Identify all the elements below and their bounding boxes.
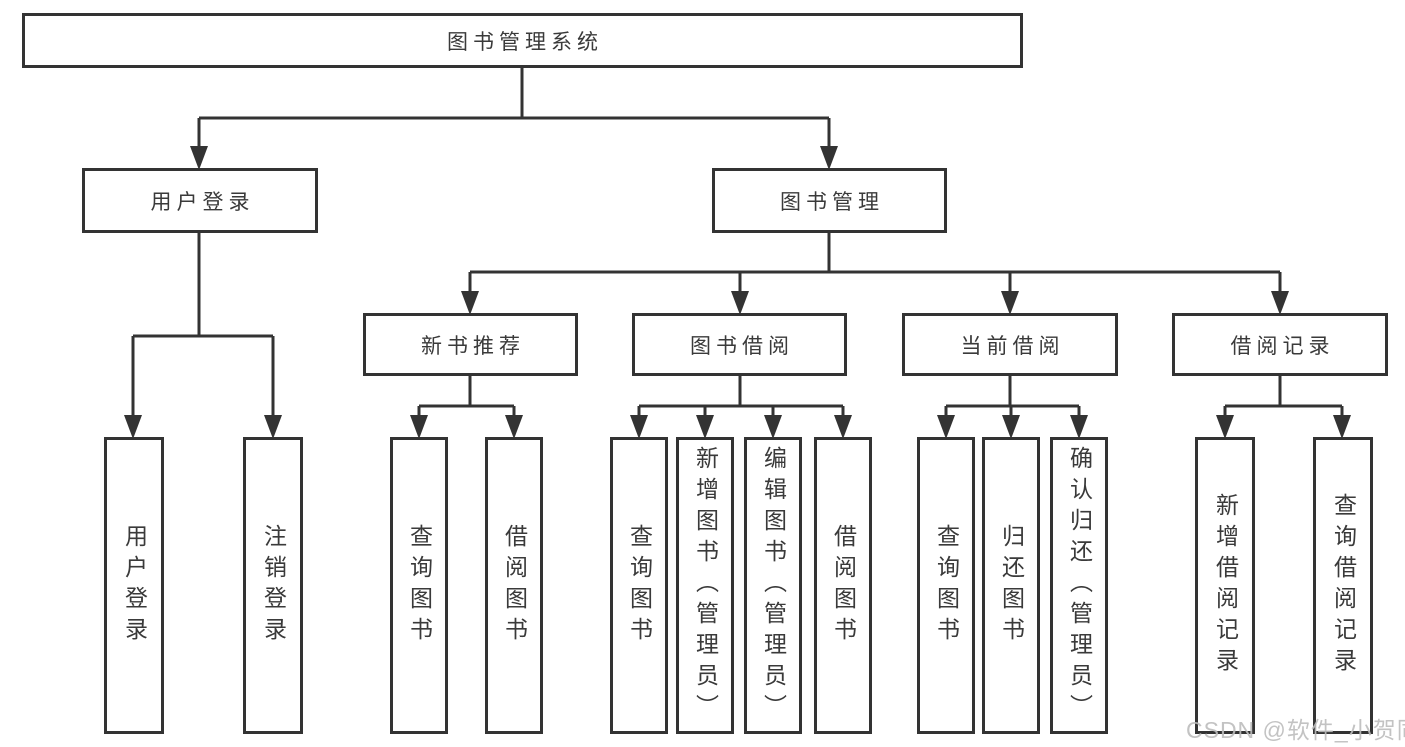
leaf-label: 注销登录 [260,523,287,648]
leaf-records-query-record: 查询借阅记录 [1313,437,1373,734]
node-label: 用户登录 [150,190,255,214]
node-label: 图书管理系统 [447,30,603,54]
node-current-borrow: 当前借阅 [902,313,1118,376]
leaf-label: 查询图书 [933,523,960,648]
leaf-current-query-books: 查询图书 [917,437,975,734]
leaf-borrow-edit-books-admin: 编辑图书（管理员） [744,437,802,734]
leaf-borrow-query-books: 查询图书 [610,437,668,734]
leaf-label: 查询图书 [406,523,433,648]
node-book-borrow: 图书借阅 [632,313,847,376]
leaf-records-add-record: 新增借阅记录 [1195,437,1255,734]
leaf-current-return-books: 归还图书 [982,437,1040,734]
leaf-label: 归还图书 [998,523,1025,648]
leaf-current-confirm-return-admin: 确认归还（管理员） [1050,437,1108,734]
node-label: 图书管理 [780,190,884,214]
node-label: 当前借阅 [960,334,1065,358]
leaf-borrow-add-books-admin: 新增图书（管理员） [676,437,734,734]
node-label: 借阅记录 [1230,334,1335,358]
node-new-book-recommend: 新书推荐 [363,313,578,376]
leaf-label: 查询图书 [626,523,653,648]
node-label: 新书推荐 [421,334,525,358]
leaf-user-login: 用户登录 [104,437,164,734]
watermark: CSDN @软件_小贺同学 [1186,717,1405,743]
leaf-label: 用户登录 [121,523,148,648]
node-user-login: 用户登录 [82,168,318,233]
leaf-label: 借阅图书 [830,523,857,648]
leaf-label: 确认归还（管理员） [1066,446,1093,725]
leaf-label: 新增借阅记录 [1212,492,1239,679]
leaf-label: 借阅图书 [501,523,528,648]
leaf-newbook-query-books: 查询图书 [390,437,448,734]
node-borrow-records: 借阅记录 [1172,313,1388,376]
node-book-management: 图书管理 [712,168,947,233]
node-root-system: 图书管理系统 [22,13,1023,68]
leaf-newbook-borrow-books: 借阅图书 [485,437,543,734]
leaf-label: 编辑图书（管理员） [760,446,787,725]
leaf-label: 新增图书（管理员） [692,446,719,725]
leaf-borrow-borrow-books: 借阅图书 [814,437,872,734]
leaf-label: 查询借阅记录 [1330,492,1357,679]
node-label: 图书借阅 [690,334,794,358]
leaf-logout-login: 注销登录 [243,437,303,734]
